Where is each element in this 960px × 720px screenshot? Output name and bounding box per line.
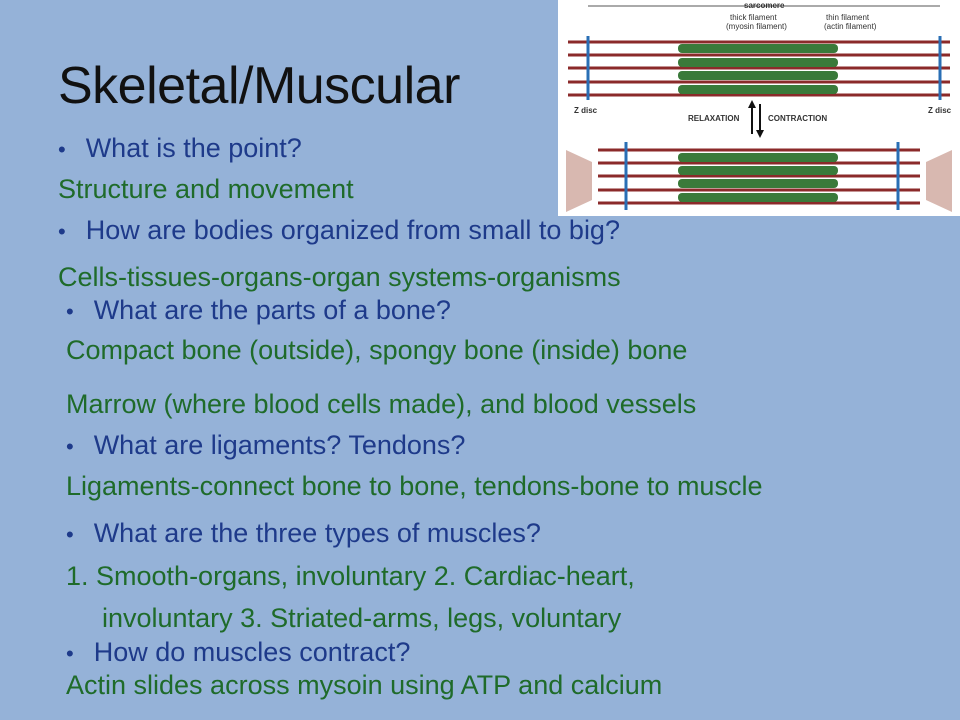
question-2: • How are bodies organized from small to … — [58, 215, 620, 247]
relaxed-sarcomere: sarcomere thick filament (myosin filamen… — [568, 1, 952, 115]
sarcomere-svg: sarcomere thick filament (myosin filamen… — [566, 1, 952, 212]
bullet-icon: • — [58, 137, 66, 162]
question-text: What are ligaments? Tendons? — [93, 430, 466, 460]
bullet-icon: • — [66, 522, 74, 547]
question-text: What are the three types of muscles? — [93, 518, 541, 548]
thick-filament-label: thick filament — [730, 13, 777, 22]
sarcomere-diagram: sarcomere thick filament (myosin filamen… — [558, 0, 960, 216]
question-5: • What are the three types of muscles? — [66, 518, 541, 550]
thick-filament-sublabel: (myosin filament) — [726, 22, 787, 31]
contracted-sarcomere — [566, 142, 952, 212]
thin-filament-label: thin filament — [826, 13, 870, 22]
question-4: • What are ligaments? Tendons? — [66, 430, 465, 462]
thin-filament-sublabel: (actin filament) — [824, 22, 877, 31]
answer-5b: involuntary 3. Striated-arms, legs, volu… — [102, 603, 622, 633]
bullet-icon: • — [66, 299, 74, 324]
sarcomere-label: sarcomere — [744, 1, 785, 10]
question-text: What are the parts of a bone? — [93, 295, 451, 325]
answer-2: Cells-tissues-organs-organ systems-organ… — [58, 262, 621, 292]
z-disc-left-label: Z disc — [574, 106, 598, 115]
question-text: How are bodies organized from small to b… — [85, 215, 620, 245]
answer-3a: Compact bone (outside), spongy bone (ins… — [66, 335, 688, 365]
question-text: What is the point? — [85, 133, 302, 163]
bullet-icon: • — [58, 219, 66, 244]
z-disc-right-label: Z disc — [928, 106, 952, 115]
answer-4: Ligaments-connect bone to bone, tendons-… — [66, 471, 763, 501]
question-1: • What is the point? — [58, 133, 302, 165]
relax-contract-arrows: RELAXATION CONTRACTION — [688, 100, 827, 138]
question-text: How do muscles contract? — [93, 637, 411, 667]
answer-5a: 1. Smooth-organs, involuntary 2. Cardiac… — [66, 561, 635, 591]
relaxation-label: RELAXATION — [688, 114, 740, 123]
answer-6: Actin slides across mysoin using ATP and… — [66, 670, 663, 700]
question-3: • What are the parts of a bone? — [66, 295, 451, 327]
bullet-icon: • — [66, 434, 74, 459]
answer-3b: Marrow (where blood cells made), and blo… — [66, 389, 697, 419]
slide-title: Skeletal/Muscular — [58, 57, 460, 115]
answer-1: Structure and movement — [58, 174, 354, 204]
bullet-icon: • — [66, 641, 74, 666]
contraction-label: CONTRACTION — [768, 114, 827, 123]
question-6: • How do muscles contract? — [66, 637, 410, 669]
